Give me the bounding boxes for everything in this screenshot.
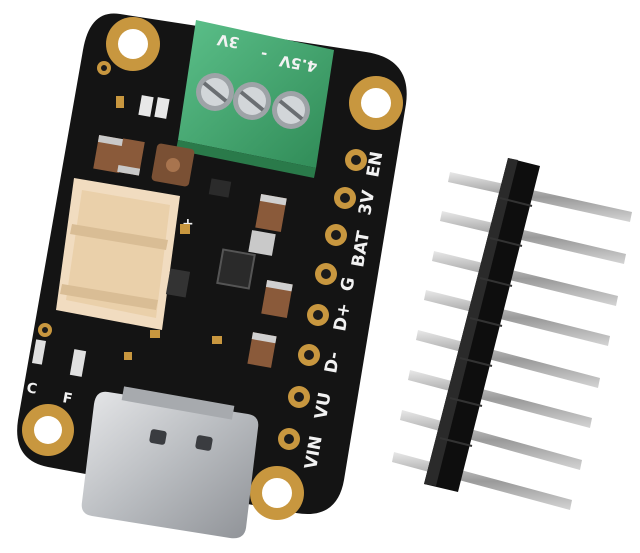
- pin-label-vu: VU: [311, 391, 335, 421]
- led-label-c: C: [25, 380, 38, 398]
- pin-header: [392, 158, 632, 510]
- mounting-hole-top-left: [106, 17, 160, 71]
- screw-terminal: [176, 20, 334, 178]
- pin-pads: [278, 149, 367, 450]
- terminal-label-3v: 3V: [215, 30, 240, 52]
- mounting-hole-bottom-left: [22, 404, 74, 456]
- via: [42, 327, 48, 333]
- via: [101, 65, 107, 71]
- usb-c-connector: [81, 386, 259, 539]
- screw-1: [196, 73, 234, 111]
- terminal-label-minus: -: [259, 45, 268, 64]
- screw-3: [272, 91, 310, 129]
- screw-2: [233, 82, 271, 120]
- pin-label-d-minus: D-: [321, 350, 344, 375]
- breakout-board: 4.5V - 3V +: [17, 13, 407, 539]
- led-label-f: F: [61, 390, 73, 407]
- pin-label-d-plus: D+: [330, 301, 355, 332]
- mounting-hole-top-right: [349, 76, 403, 130]
- pin-label-g: G: [337, 276, 359, 293]
- pin-label-en: EN: [363, 150, 387, 179]
- pin-label-3v: 3V: [355, 188, 379, 217]
- mounting-hole-bottom-right: [250, 466, 304, 520]
- smd-components: [31, 95, 293, 377]
